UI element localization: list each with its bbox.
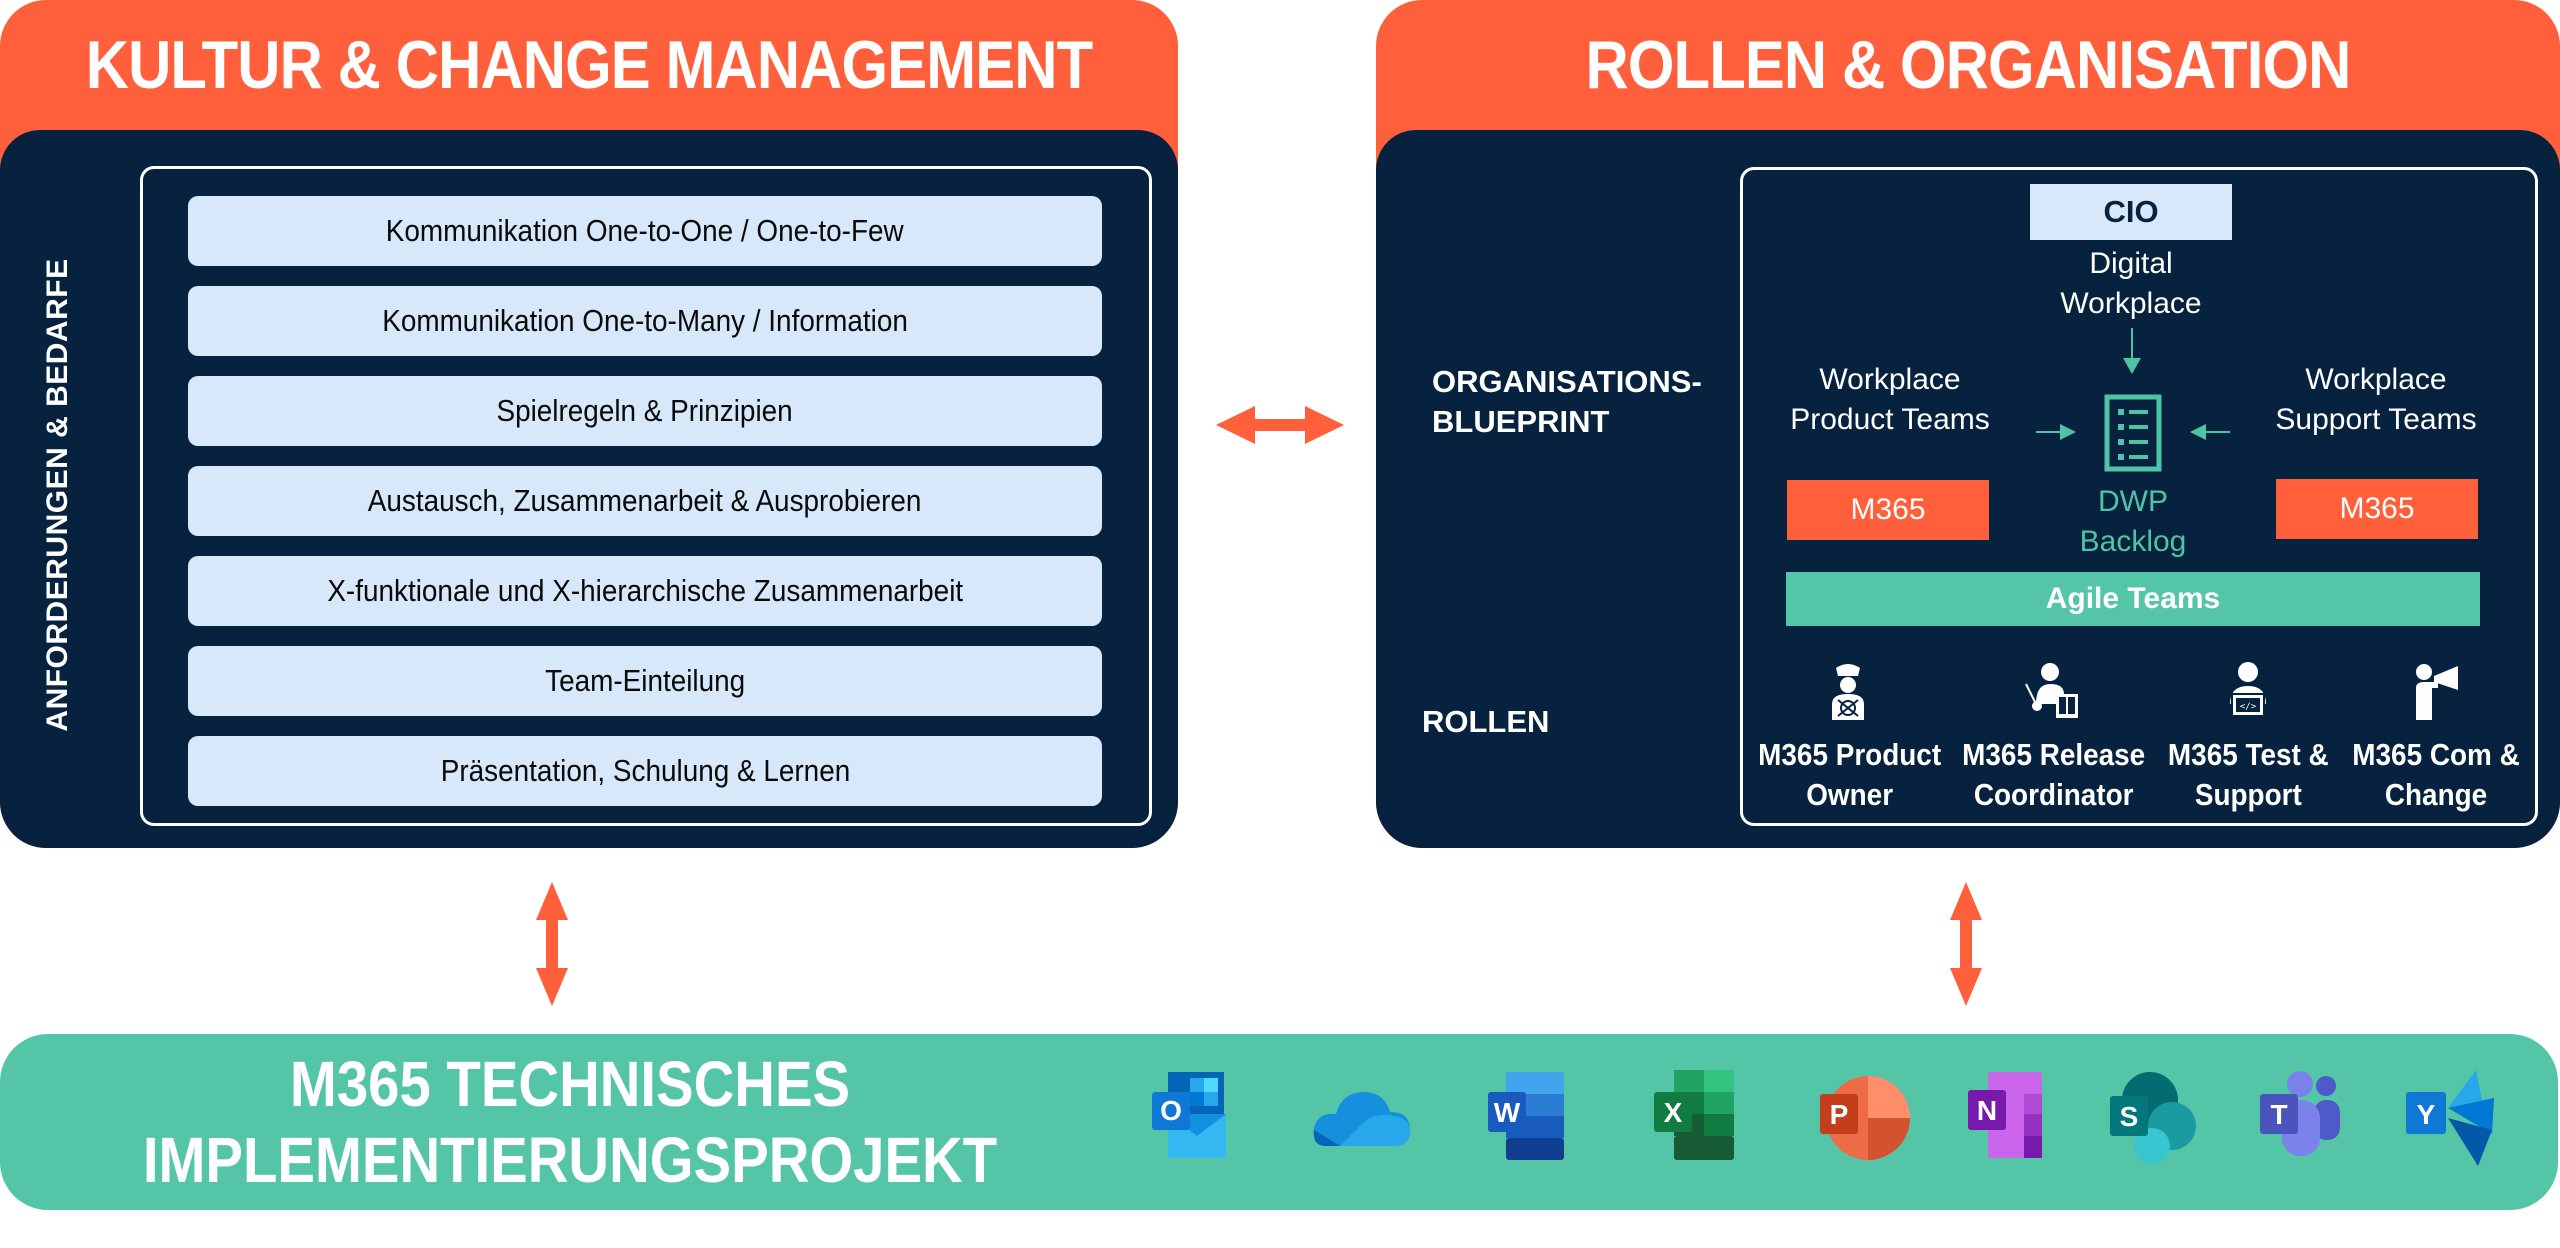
requirement-item: X-funktionale und X-hierarchische Zusamm… (188, 556, 1102, 626)
yammer-icon: Y (2406, 1070, 2494, 1166)
technical-implementation-title-line1: M365 TECHNISCHES (289, 1048, 851, 1120)
technical-implementation-title-line2: IMPLEMENTIERUNGSPROJEKT (142, 1124, 998, 1196)
blueprint-label: ORGANISATIONS- BLUEPRINT (1432, 362, 1702, 442)
requirements-vertical-label-text: ANFORDERUNGEN & BEDARFE (41, 258, 74, 732)
svg-text:</>: </> (2240, 702, 2257, 712)
onedrive-icon (1313, 1092, 1410, 1146)
requirement-item: Präsentation, Schulung & Lernen (188, 736, 1102, 806)
support-teams-line2: Support Teams (2275, 403, 2477, 436)
developer-icon: </> (2230, 662, 2266, 717)
culture-change-title: KULTUR & CHANGE MANAGEMENT (85, 27, 1093, 103)
requirement-item-label: X-funktionale und X-hierarchische Zusamm… (327, 573, 963, 608)
role-com-change-label: M365 Com & Change (2352, 735, 2519, 815)
role-release-coordinator: M365 Release Coordinator (1952, 660, 2152, 815)
vertical-double-arrow-icon (1950, 882, 1982, 1006)
requirement-item: Team-Einteilung (188, 646, 1102, 716)
arrow-down-icon (2123, 328, 2141, 374)
outlook-icon: O (1152, 1072, 1226, 1158)
org-blueprint-box (1740, 167, 2538, 826)
arrow-right-icon (2036, 424, 2076, 440)
arrow-left-icon (2190, 424, 2230, 440)
m365-support-box: M365 (2276, 479, 2478, 539)
presenter-icon (2025, 663, 2078, 718)
roles-organisation-title: ROLLEN & ORGANISATION (1585, 27, 2352, 103)
dwp-backlog-line2: Backlog (2079, 525, 2187, 558)
dwp-backlog-label: DWP Backlog (2063, 482, 2203, 562)
requirement-item-label: Kommunikation One-to-One / One-to-Few (386, 213, 904, 248)
requirement-item: Spielregeln & Prinzipien (188, 376, 1102, 446)
onenote-icon: N (1968, 1072, 2042, 1158)
teams-icon: T (2260, 1071, 2340, 1156)
svg-text:S: S (2120, 1101, 2139, 1132)
role-label-line1: M365 Com & (2352, 737, 2520, 772)
svg-text:X: X (1664, 1097, 1683, 1128)
role-label-line2: Change (2384, 777, 2488, 812)
blueprint-label-line2: BLUEPRINT (1432, 404, 1610, 439)
powerpoint-icon: P (1820, 1076, 1910, 1160)
agile-teams-bar: Agile Teams (1786, 572, 2480, 626)
role-label-line1: M365 Release (1962, 737, 2146, 772)
role-test-support-label: M365 Test & Support (2168, 735, 2329, 815)
support-teams-label: Workplace Support Teams (2256, 360, 2496, 440)
role-label-line2: Owner (1806, 777, 1894, 812)
product-teams-line2: Product Teams (1790, 403, 1990, 436)
digital-workplace-label: Digital Workplace (2031, 244, 2231, 324)
vertical-double-arrow-icon (536, 882, 568, 1006)
svg-text:P: P (1830, 1099, 1849, 1130)
role-product-owner-label: M365 Product Owner (1758, 735, 1941, 815)
role-product-owner: M365 Product Owner (1748, 660, 1948, 815)
digital-workplace-line1: Digital (2089, 247, 2173, 280)
blueprint-label-line1: ORGANISATIONS- (1432, 364, 1702, 399)
role-test-support: </> M365 Test & Support (2148, 660, 2348, 815)
horizontal-double-arrow-icon (1216, 406, 1344, 444)
role-label-line2: Support (2194, 777, 2302, 812)
svg-text:T: T (2270, 1099, 2287, 1130)
requirement-item-label: Team-Einteilung (544, 663, 746, 698)
sharepoint-icon: S (2110, 1072, 2196, 1164)
m365-product-box: M365 (1787, 480, 1989, 540)
svg-text:N: N (1977, 1095, 1997, 1126)
digital-workplace-line2: Workplace (2060, 287, 2202, 320)
svg-text:Y: Y (2417, 1099, 2436, 1130)
requirement-item: Kommunikation One-to-One / One-to-Few (188, 196, 1102, 266)
megaphone-person-icon (2416, 664, 2458, 720)
requirements-box (140, 166, 1152, 826)
requirements-vertical-label: ANFORDERUNGEN & BEDARFE (28, 258, 88, 731)
dwp-backlog-line1: DWP (2098, 485, 2168, 518)
technical-implementation-title: M365 TECHNISCHES IMPLEMENTIERUNGSPROJEKT (60, 1046, 1080, 1198)
requirement-item-label: Kommunikation One-to-Many / Information (382, 303, 908, 338)
role-label-line1: M365 Product (1758, 737, 1942, 772)
captain-icon (1832, 664, 1864, 720)
word-icon: W (1488, 1072, 1564, 1160)
roles-label: ROLLEN (1422, 704, 1550, 739)
role-label-line2: Coordinator (1973, 777, 2134, 812)
support-teams-line1: Workplace (2305, 363, 2447, 396)
role-release-coordinator-label: M365 Release Coordinator (1962, 735, 2145, 815)
product-teams-label: Workplace Product Teams (1780, 360, 2000, 440)
backlog-list-icon (2104, 394, 2162, 472)
excel-icon: X (1654, 1070, 1734, 1160)
cio-box: CIO (2030, 184, 2232, 240)
requirement-item: Austausch, Zusammenarbeit & Ausprobieren (188, 466, 1102, 536)
role-com-change: M365 Com & Change (2336, 660, 2536, 815)
requirement-item-label: Austausch, Zusammenarbeit & Ausprobieren (368, 483, 922, 518)
svg-text:W: W (1494, 1097, 1521, 1128)
requirement-item-label: Präsentation, Schulung & Lernen (440, 753, 850, 788)
roles-organisation-panel: ROLLEN & ORGANISATION (1376, 0, 2560, 848)
requirement-item: Kommunikation One-to-Many / Information (188, 286, 1102, 356)
role-label-line1: M365 Test & (2167, 737, 2329, 772)
product-teams-line1: Workplace (1819, 363, 1961, 396)
requirement-item-label: Spielregeln & Prinzipien (496, 393, 794, 428)
svg-text:O: O (1160, 1095, 1182, 1126)
